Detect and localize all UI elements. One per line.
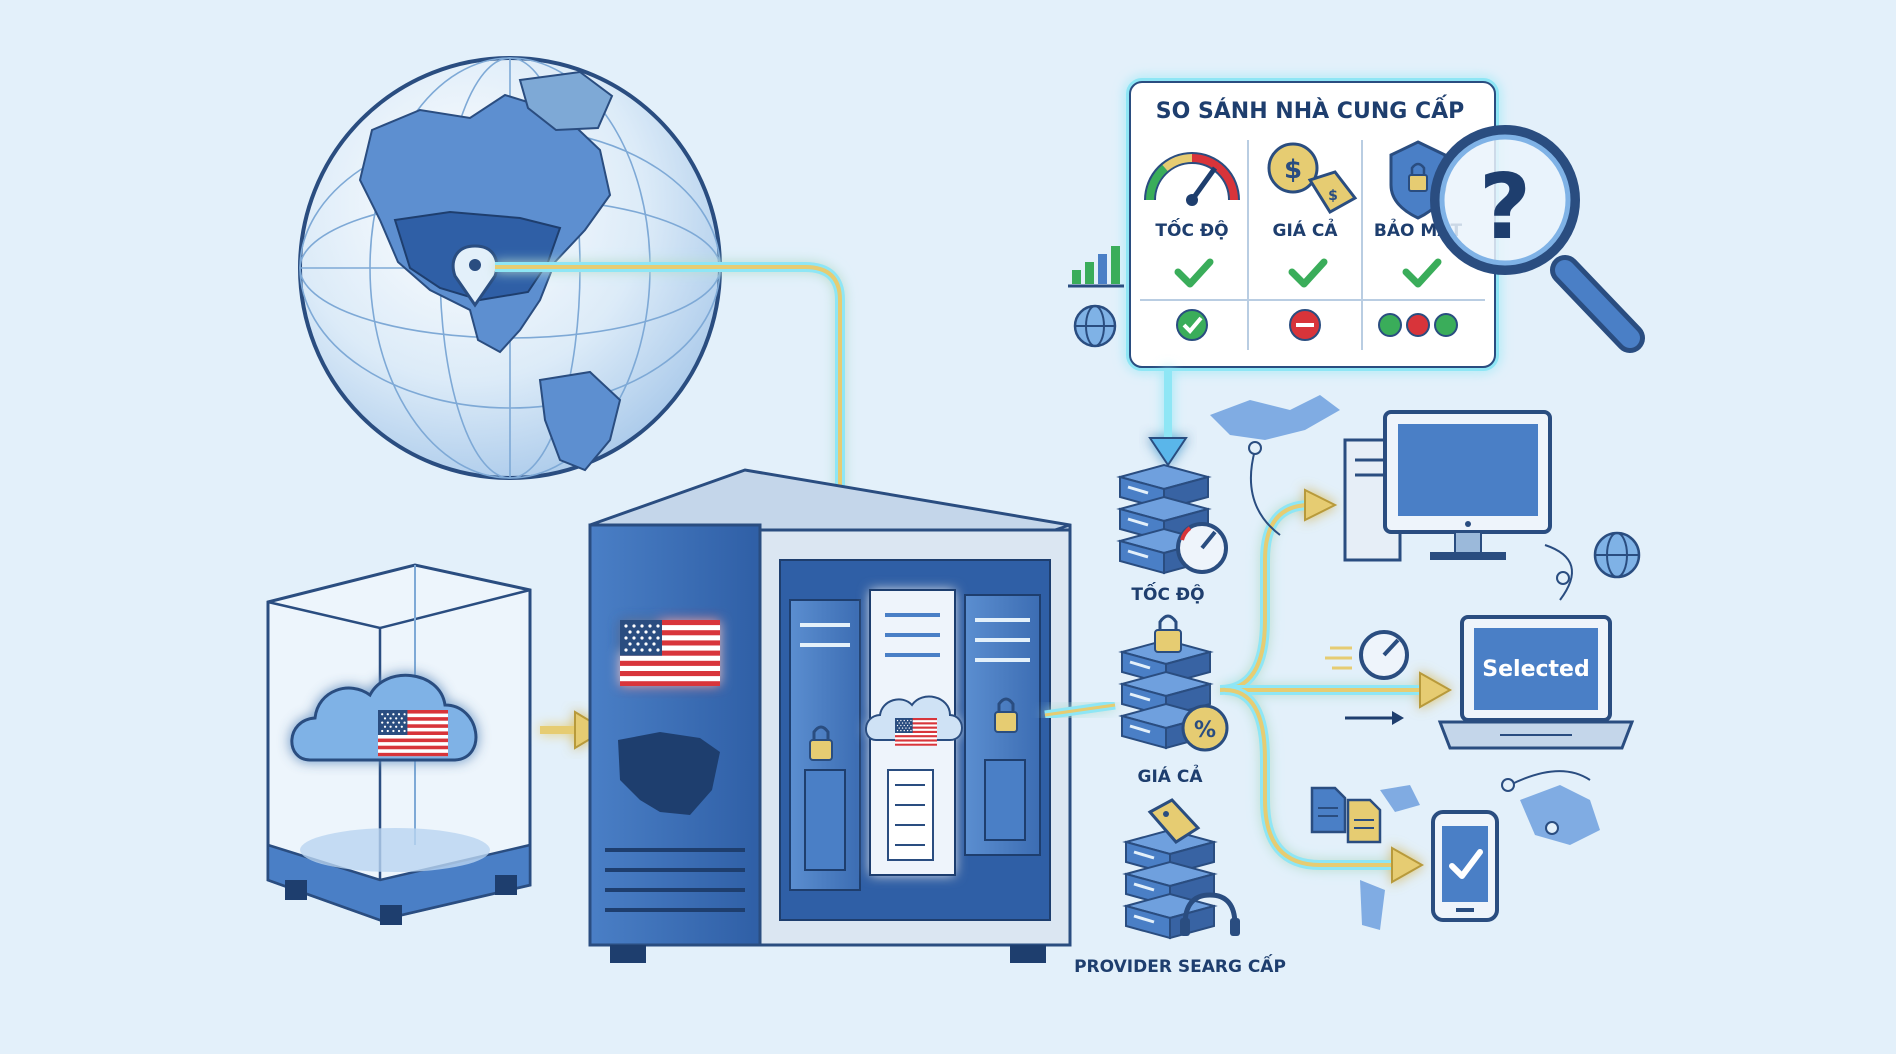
laptop-screen-text: Selected <box>1482 657 1589 682</box>
laptop: Selected <box>1325 615 1635 750</box>
magnifier-question-icon: ? <box>1430 125 1645 353</box>
speed-gauge-icon <box>1325 630 1409 680</box>
label-provider: PROVIDER SEARG CẤP <box>1074 953 1286 977</box>
server-rack-center <box>865 589 963 876</box>
us-flag-icon <box>620 620 720 686</box>
minus-circle-icon <box>1289 309 1321 341</box>
svg-text:%: % <box>1194 718 1216 743</box>
branch-arrows <box>1219 488 1453 884</box>
globe-icon <box>1073 304 1117 348</box>
padlock-icon <box>1154 614 1182 653</box>
arrow-panel-to-provider <box>1148 368 1188 467</box>
us-map-shape <box>618 732 720 815</box>
svg-text:$: $ <box>1284 155 1302 185</box>
location-pin-icon <box>451 244 499 308</box>
column-label-price: GIÁ CẢ <box>1273 218 1339 241</box>
check-icon <box>1174 258 1214 288</box>
traffic-dots-icon <box>1378 313 1458 337</box>
speedometer-icon <box>1144 152 1240 206</box>
world-map-decoration <box>1210 395 1600 930</box>
check-icon <box>1288 258 1328 288</box>
label-price: GIÁ CẢ <box>1138 764 1204 787</box>
check-icon <box>1449 849 1483 879</box>
column-label-speed: TỐC ĐỘ <box>1155 217 1228 241</box>
server-rack-left <box>789 599 861 891</box>
provider-price-stack: % <box>1120 614 1229 752</box>
panel-title: SO SÁNH NHÀ CUNG CẤP <box>1156 95 1465 124</box>
gauge-icon <box>1176 522 1228 574</box>
globe-icon <box>1593 531 1641 579</box>
us-flag-icon <box>895 718 937 746</box>
provider-support-stack <box>1124 798 1240 940</box>
server-cabinet <box>588 468 1072 963</box>
server-rack-right <box>964 594 1041 856</box>
svg-text:$: $ <box>1328 188 1338 204</box>
svg-text:?: ? <box>1479 155 1531 260</box>
label-speed: TỐC ĐỘ <box>1131 581 1204 605</box>
arrow-server-to-providers <box>1044 700 1116 720</box>
us-flag-icon <box>378 710 448 757</box>
desktop-computer <box>1343 410 1552 562</box>
price-tag-icon <box>1147 798 1201 844</box>
documents-icon <box>1310 786 1382 844</box>
provider-speed-stack <box>1118 463 1228 575</box>
padlock-icon <box>809 725 833 761</box>
glass-cloud-box <box>266 563 532 925</box>
headset-icon <box>1180 892 1240 936</box>
bar-chart-icon <box>1068 246 1124 288</box>
network-lines <box>1248 441 1591 835</box>
ok-circle-icon <box>1176 309 1208 341</box>
padlock-icon <box>994 697 1018 733</box>
price-tag-coins-icon: $ $ <box>1267 142 1358 215</box>
smartphone <box>1431 810 1499 922</box>
check-icon <box>1402 258 1442 288</box>
discount-badge-icon: % <box>1181 704 1229 752</box>
